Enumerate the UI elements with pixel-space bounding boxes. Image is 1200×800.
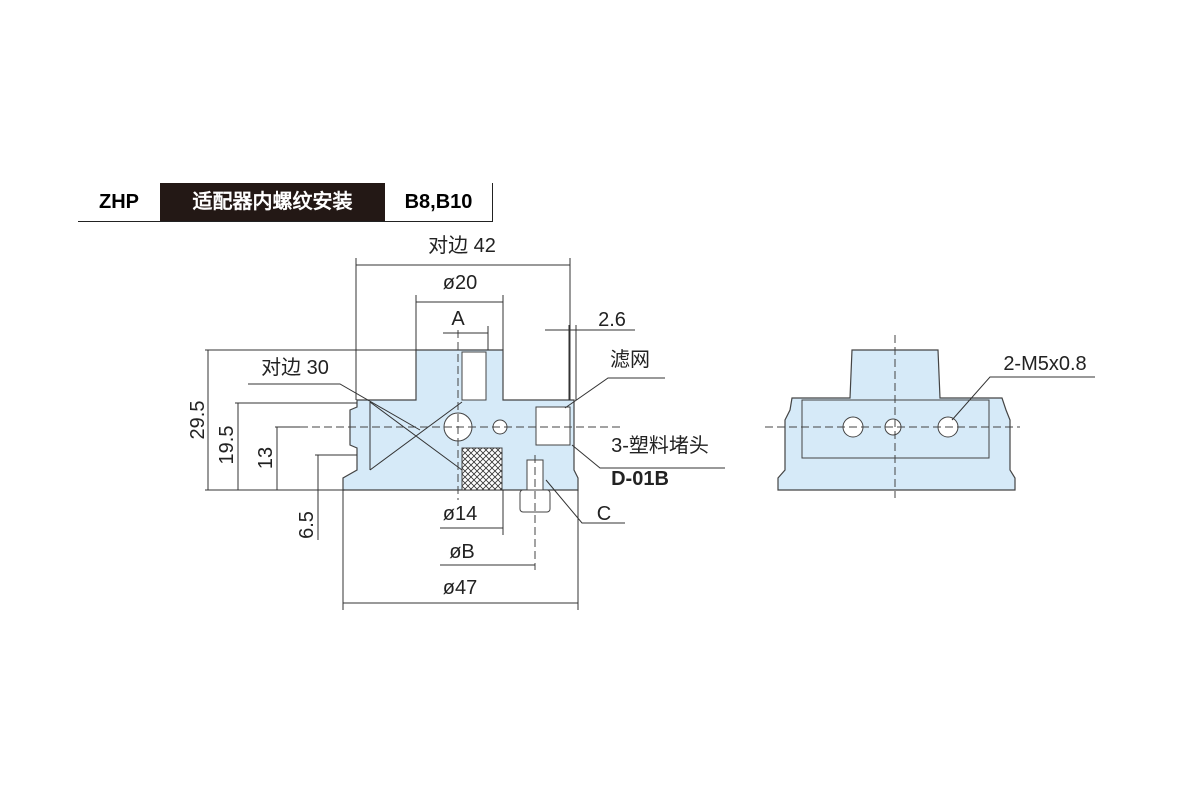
label-plug-model: D-01B — [611, 468, 669, 490]
label-2-6: 2.6 — [598, 309, 626, 331]
label-a: A — [451, 308, 465, 330]
front-view: 对边 42 ø20 A 2.6 滤网 对边 30 29.5 19.5 13 6.… — [187, 234, 725, 610]
side-view: 2-M5x0.8 — [765, 335, 1095, 498]
label-across-flats-30: 对边 30 — [261, 356, 329, 379]
label-19-5: 19.5 — [216, 426, 238, 465]
label-across-flats-42: 对边 42 — [428, 234, 496, 257]
hex-cross — [369, 401, 463, 471]
label-dia-b: øB — [449, 541, 475, 563]
label-dia-20: ø20 — [443, 272, 477, 294]
plastic-plug — [535, 406, 571, 446]
label-thread: 2-M5x0.8 — [1003, 353, 1086, 375]
label-29-5: 29.5 — [187, 401, 209, 440]
thread-bore — [461, 351, 487, 401]
label-dia-14: ø14 — [443, 503, 477, 525]
size-label: B8,B10 — [404, 190, 473, 213]
label-plug: 3-塑料堵头 — [611, 434, 709, 457]
label-dia-47: ø47 — [443, 577, 477, 599]
header-title: 适配器内螺纹安装 — [160, 183, 385, 221]
label-13: 13 — [255, 447, 277, 469]
label-6-5: 6.5 — [296, 511, 318, 539]
model-label: ZHP — [99, 190, 139, 213]
header-bar: ZHP 适配器内螺纹安装 B8,B10 — [78, 183, 493, 222]
label-c: C — [597, 503, 611, 525]
label-filter: 滤网 — [610, 348, 650, 371]
